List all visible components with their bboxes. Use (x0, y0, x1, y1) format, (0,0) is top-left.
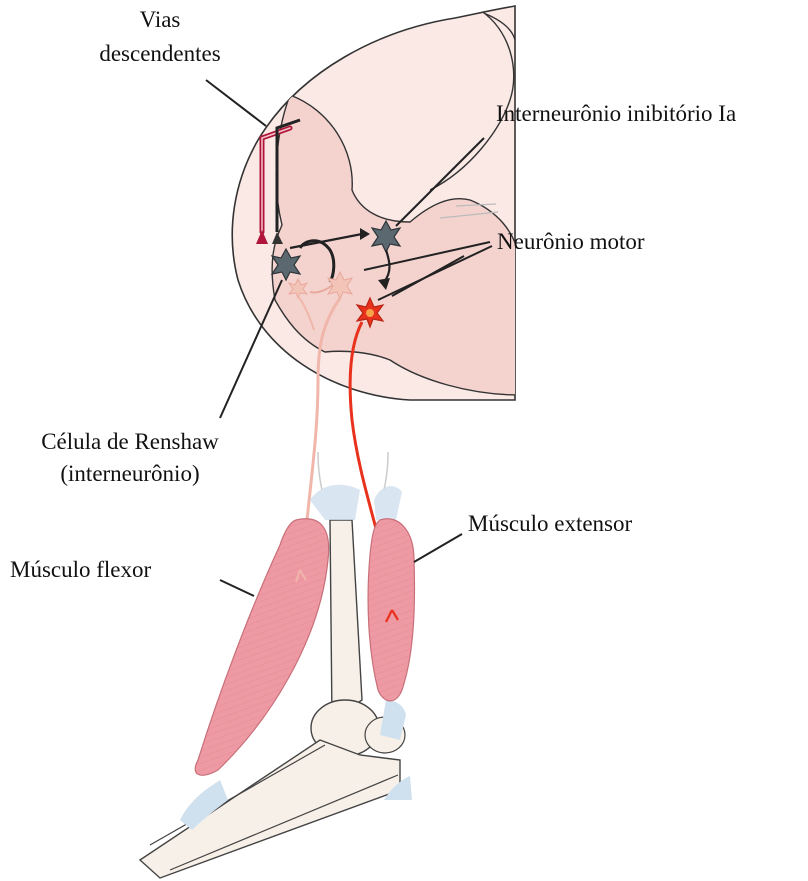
label-renshaw-line2: (interneurônio) (20, 460, 240, 487)
humerus-bone (330, 520, 362, 720)
label-motor-neuron: Neurônio motor (497, 228, 645, 255)
label-flexor-muscle: Músculo flexor (10, 556, 151, 583)
upper-arm-right-edge (384, 452, 388, 490)
label-inhibitory-interneuron: Interneurônio inibitório Ia (496, 100, 736, 127)
flexor-muscle (195, 519, 328, 775)
label-descending-pathways-line2: descendentes (80, 40, 240, 67)
tendon-top (310, 485, 360, 520)
label-extensor-muscle: Músculo extensor (468, 510, 632, 537)
spinal-cord-section (232, 6, 520, 400)
upper-arm-left-edge (318, 452, 322, 490)
forearm-bones (140, 740, 400, 878)
leader-flexor (220, 580, 254, 596)
leader-descending (206, 80, 266, 126)
label-descending-pathways-line1: Vias (110, 6, 210, 33)
label-renshaw-line1: Célula de Renshaw (20, 428, 240, 455)
leader-extensor (414, 534, 462, 562)
